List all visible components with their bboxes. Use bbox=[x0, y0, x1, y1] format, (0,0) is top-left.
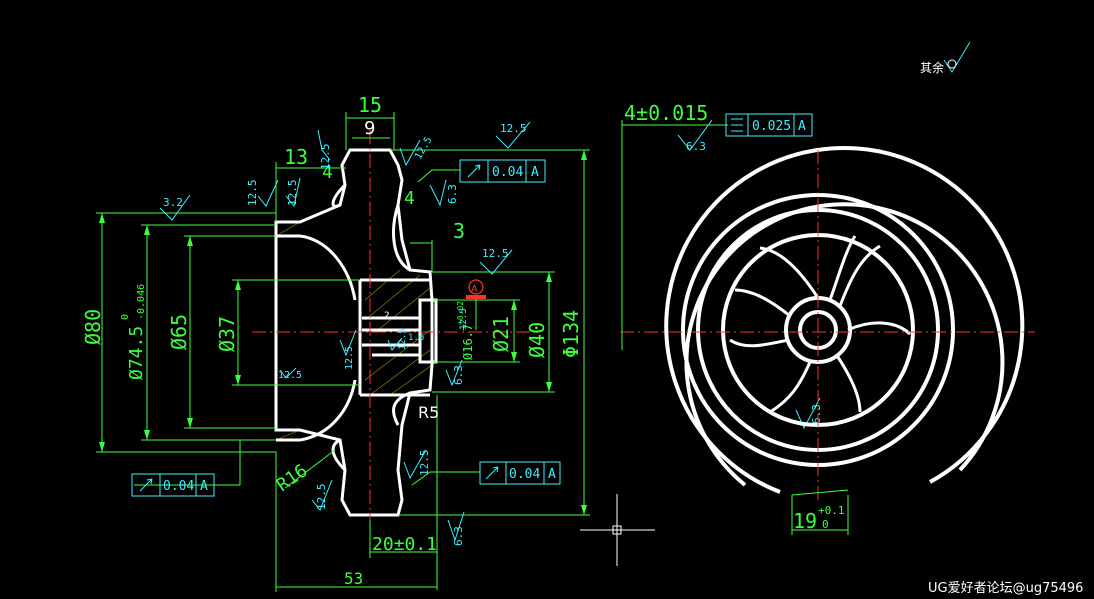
section-dimension-lines bbox=[96, 112, 590, 592]
runout-left-value: 0.04 bbox=[163, 479, 194, 494]
roughness-12-5-g: 12.5 bbox=[344, 346, 355, 370]
tolerance-frame-left bbox=[131, 473, 215, 497]
roughness-12-5-h: 12.5 bbox=[278, 370, 302, 381]
roughness-12-5-d: 12.5 bbox=[413, 135, 435, 161]
dim-19-tol-top: +0.1 bbox=[818, 504, 845, 517]
roughness-12-5-k: 12.5 bbox=[459, 308, 469, 330]
runout-bottom-datum: A bbox=[548, 467, 556, 482]
dim-13: 13 bbox=[284, 145, 308, 169]
dim-dia74-tol-top: 0 bbox=[120, 314, 131, 320]
roughness-6-3-e: 6.3 bbox=[810, 404, 823, 424]
surface-note-circle bbox=[947, 59, 957, 69]
dim-19: 19 bbox=[793, 509, 817, 533]
dim-r5: R5 bbox=[418, 403, 439, 422]
symmetry-value: 0.025 bbox=[752, 119, 791, 134]
dim-15: 15 bbox=[358, 93, 382, 117]
dim-dia65: Ø65 bbox=[167, 314, 191, 350]
section-outline bbox=[274, 148, 438, 517]
dim-dia40: Ø40 bbox=[525, 322, 549, 358]
front-dimension-lines bbox=[621, 120, 849, 535]
dim-4a: 4 bbox=[322, 162, 333, 183]
dim-2: 2 bbox=[384, 311, 390, 321]
dim-dia21: Ø21 bbox=[489, 316, 513, 352]
section-centerlines bbox=[252, 130, 540, 530]
dim-dia74: Ø74.5 bbox=[126, 326, 147, 380]
dim-19-tol-bot: 0 bbox=[822, 518, 829, 531]
dim-dia37: Ø37 bbox=[215, 316, 239, 352]
roughness-12-5-i: 12.5 bbox=[315, 484, 328, 511]
section-view bbox=[96, 41, 971, 592]
roughness-marks bbox=[159, 41, 971, 542]
dim-53: 53 bbox=[344, 569, 363, 588]
roughness-12-5-a: 12.5 bbox=[246, 180, 259, 207]
impeller-rings bbox=[664, 146, 1025, 494]
roughness-12-5-l: 12.5 bbox=[398, 328, 408, 350]
runout-left-datum: A bbox=[200, 479, 208, 494]
dim-dia74-tol-bot: -0.046 bbox=[136, 284, 147, 320]
roughness-12-5-b: 12.5 bbox=[286, 180, 299, 207]
dim-4b: 4 bbox=[404, 188, 415, 209]
dim-dia134: Φ134 bbox=[559, 310, 583, 358]
roughness-3-2: 3.2 bbox=[163, 196, 183, 209]
tolerance-frame-top bbox=[459, 159, 546, 183]
roughness-12-5-e: 12.5 bbox=[500, 122, 527, 135]
symmetry-datum: A bbox=[798, 119, 806, 134]
crosshair-cursor bbox=[580, 494, 655, 566]
runout-top-value: 0.04 bbox=[492, 165, 523, 180]
roughness-12-5-j: 12.5 bbox=[418, 450, 431, 477]
arrowheads bbox=[99, 150, 587, 515]
watermark: UG爱好者论坛@ug75496 bbox=[928, 581, 1083, 596]
roughness-6-3-b: 6.3 bbox=[452, 365, 465, 385]
dim-dia16: Ø16.7 bbox=[461, 324, 475, 360]
roughness-1-6: 1.6 bbox=[408, 333, 424, 343]
dim-r16: R16 bbox=[273, 460, 312, 496]
front-view: 4±0.015 0.025 A 19 +0.1 0 bbox=[620, 101, 1035, 535]
dim-9: 9 bbox=[364, 118, 375, 139]
runout-bottom-value: 0.04 bbox=[509, 467, 540, 482]
roughness-12-5-c: 12.5 bbox=[319, 144, 332, 171]
dim-3: 3 bbox=[453, 219, 465, 243]
impeller-blades bbox=[729, 235, 912, 414]
section-texts: 15 9 13 4 4 3 Ø80 Ø74.5 0 -0.046 Ø65 Ø37… bbox=[81, 93, 823, 588]
front-centerlines bbox=[620, 150, 1035, 500]
tolerance-frame-bottom bbox=[479, 461, 561, 485]
roughness-6-3-a: 6.3 bbox=[446, 184, 459, 204]
runout-top-datum: A bbox=[531, 165, 539, 180]
dim-dia16-tol: +0.02 bbox=[456, 301, 465, 325]
datum-a-label: A bbox=[471, 284, 478, 295]
roughness-6-3-d: 6.3 bbox=[686, 140, 706, 153]
dim-dia80: Ø80 bbox=[81, 309, 105, 345]
surface-note: 其余 bbox=[920, 60, 944, 75]
dim-20: 20±0.1 bbox=[372, 534, 437, 555]
symmetry-frame bbox=[725, 113, 813, 137]
dim-4-015: 4±0.015 bbox=[624, 101, 708, 125]
roughness-12-5-f: 12.5 bbox=[482, 247, 509, 260]
roughness-6-3-c: 6.3 bbox=[452, 526, 465, 546]
datum-a-marker bbox=[466, 279, 486, 330]
